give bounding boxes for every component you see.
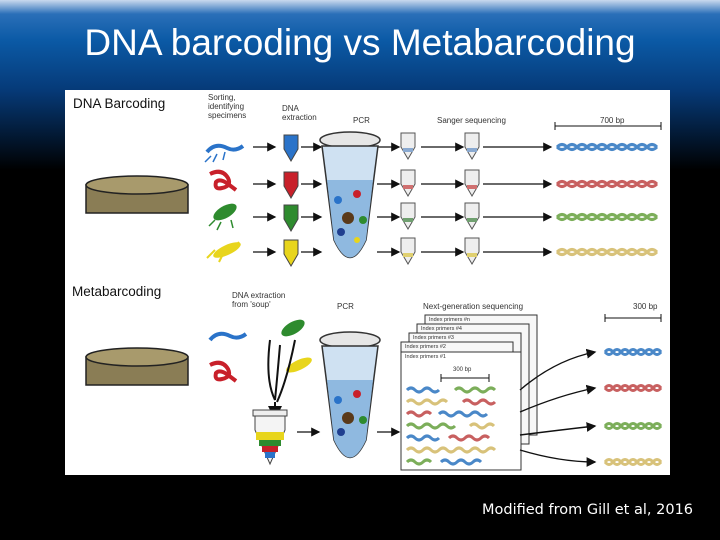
sorting-header: Sorting, identifying specimens bbox=[208, 93, 247, 120]
scale-bar-barcoding bbox=[554, 122, 662, 130]
soup-tube bbox=[252, 409, 288, 466]
index-primer-label: Index primers #3 bbox=[413, 335, 454, 341]
pcr-tube-barcoding bbox=[319, 131, 381, 259]
read-length-barcoding: 700 bp bbox=[600, 116, 625, 125]
dna-extraction-header: DNA extraction bbox=[282, 104, 317, 122]
index-primer-label: Index primers #n bbox=[429, 317, 470, 323]
barcoding-arrows bbox=[253, 142, 553, 257]
index-primer-label: Index primers #4 bbox=[421, 326, 462, 332]
dna-strand-green bbox=[555, 213, 659, 221]
index-primer-label: Index primers #2 bbox=[405, 344, 446, 350]
pcr-header-barcoding: PCR bbox=[353, 116, 370, 125]
blue-specimen-icon bbox=[204, 143, 245, 163]
blue-specimen-icon bbox=[208, 331, 248, 342]
metabarcoding-label: Metabarcoding bbox=[72, 284, 162, 299]
read-length-metabarcoding: 300 bp bbox=[633, 302, 658, 311]
dna-strand-tan bbox=[555, 248, 659, 256]
soup-extraction-header: DNA extraction from 'soup' bbox=[232, 291, 286, 309]
ngs-reads bbox=[405, 386, 497, 466]
extraction-tubes-barcoding bbox=[283, 134, 299, 267]
petri-dish-barcoding bbox=[85, 175, 189, 214]
ngs-output-arrows bbox=[519, 348, 597, 467]
dna-strand-red bbox=[555, 180, 659, 188]
barcoding-diagram: DNA Barcoding Metabarcoding Sorting, ide… bbox=[65, 90, 670, 475]
inner-scale-bar bbox=[440, 374, 490, 382]
dna-strand-blue bbox=[555, 143, 659, 151]
scale-bar-metabarcoding bbox=[604, 314, 662, 322]
sanger-header: Sanger sequencing bbox=[437, 116, 506, 125]
red-specimen-icon bbox=[209, 169, 238, 192]
inner-read-length: 300 bp bbox=[453, 367, 472, 373]
yellow-specimen-icon bbox=[206, 241, 241, 263]
index-primer-label: Index primers #1 bbox=[405, 354, 446, 360]
specimen-icons-barcoding bbox=[204, 143, 245, 263]
yellow-specimen-icon bbox=[286, 357, 312, 373]
ngs-stacked-sheets bbox=[400, 314, 538, 471]
dna-strands-metabarcoding bbox=[603, 348, 663, 466]
pcr-tube-metabarcoding bbox=[319, 331, 381, 459]
ngs-header: Next-generation sequencing bbox=[423, 302, 524, 311]
soup-merge-lines bbox=[267, 339, 296, 420]
green-specimen-icon bbox=[208, 203, 237, 231]
slide-title: DNA barcoding vs Metabarcoding bbox=[84, 22, 636, 63]
dna-strands-barcoding bbox=[555, 143, 659, 256]
green-specimen-icon bbox=[281, 319, 305, 337]
specimen-icons-metabarcoding bbox=[208, 319, 312, 383]
citation-credit: Modified from Gill et al, 2016 bbox=[482, 502, 694, 518]
sequencing-tubes-barcoding bbox=[400, 132, 480, 265]
red-specimen-icon bbox=[209, 360, 238, 383]
dna-barcoding-label: DNA Barcoding bbox=[73, 96, 166, 111]
petri-dish-metabarcoding bbox=[85, 347, 189, 386]
diagram-graphics bbox=[85, 122, 663, 471]
pcr-header-metabarcoding: PCR bbox=[337, 302, 354, 311]
